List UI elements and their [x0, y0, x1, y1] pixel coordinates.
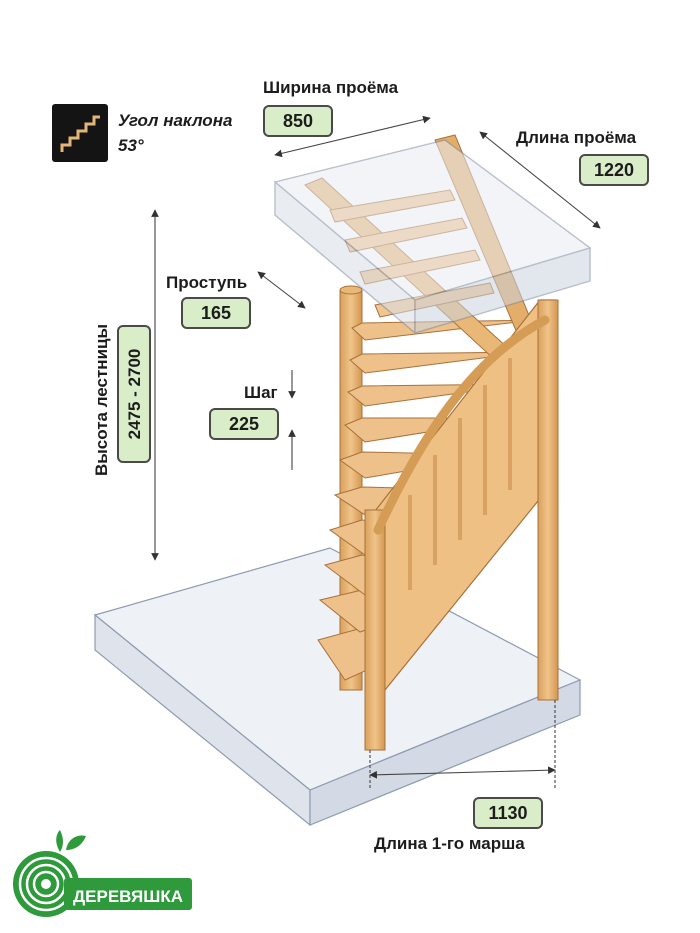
- tread-value: 165: [201, 303, 231, 323]
- opening-width-value: 850: [283, 111, 313, 131]
- brand-logo: ДЕРЕВЯШКА: [13, 830, 192, 917]
- opening-length-badge: [579, 154, 649, 186]
- slope-label-line1: Угол наклона: [118, 111, 232, 130]
- dimension-lines: [151, 115, 601, 790]
- slope-icon: [52, 104, 108, 162]
- stair-height-value: 2475 - 2700: [125, 349, 144, 440]
- opening-length-value: 1220: [594, 160, 634, 180]
- step-value: 225: [229, 414, 259, 434]
- step-label: Шаг: [244, 383, 278, 402]
- stair-height-label: Высота лестницы: [92, 324, 111, 476]
- slope-label-line2: 53°: [118, 136, 144, 155]
- floor-slab: [93, 547, 582, 827]
- stair-height-badge: [117, 325, 151, 463]
- opening-width-label: Ширина проёма: [263, 78, 399, 97]
- tread-label: Проступь: [166, 273, 247, 292]
- tread-badge: [181, 297, 251, 329]
- step-badge: [209, 408, 279, 440]
- brand-name: ДЕРЕВЯШКА: [73, 887, 183, 906]
- opening-width-badge: [263, 105, 333, 137]
- first-flight-label: Длина 1-го марша: [374, 834, 525, 853]
- ceiling-opening: [273, 139, 592, 335]
- first-flight-value: 1130: [488, 803, 527, 823]
- first-flight-badge: [473, 797, 543, 829]
- opening-length-label: Длина проёма: [516, 128, 637, 147]
- railing-frame: [364, 299, 559, 751]
